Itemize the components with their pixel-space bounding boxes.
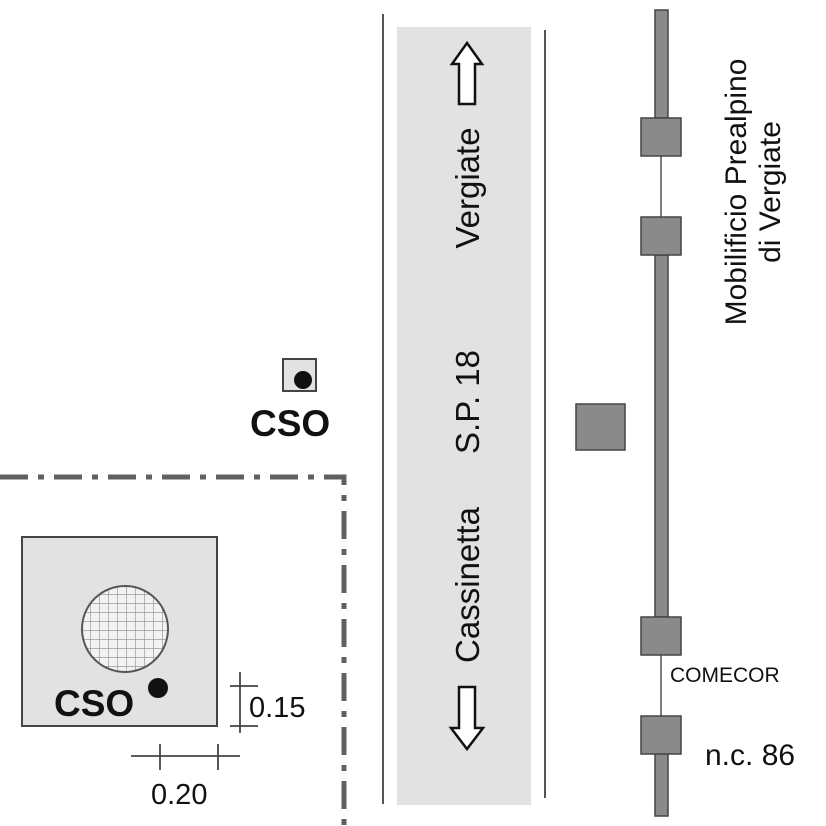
fence-post-3: [640, 616, 682, 656]
dimension-vertical: [230, 672, 258, 733]
arrow-down-icon: [448, 685, 486, 752]
fence-bar-bottom: [654, 752, 669, 817]
building-name-label: Mobilificio Prealpino: [720, 59, 753, 326]
company-label: COMECOR: [670, 664, 780, 687]
direction-cassinetta-label: Cassinetta: [449, 506, 486, 663]
dimension-vertical-label: 0.15: [249, 692, 305, 724]
fence-post-2: [640, 216, 682, 256]
arrow-up-icon: [449, 40, 485, 106]
fence-bar-top: [654, 9, 669, 119]
standalone-square: [575, 403, 626, 451]
property-boundary-line: [0, 474, 347, 826]
fence-post-4: [640, 715, 682, 755]
cso-dot-top: [294, 371, 312, 389]
cso-dot-bottom: [148, 678, 168, 698]
road-name-label: S.P. 18: [449, 350, 486, 454]
civic-number-label: n.c. 86: [705, 739, 795, 772]
fence-bar-mid: [654, 254, 669, 618]
fence-post-1: [640, 117, 682, 157]
direction-vergiate-label: Vergiate: [449, 127, 486, 248]
dimension-horizontal: [131, 744, 240, 770]
grate-circle: [81, 585, 169, 673]
building-name-label-line2: di Vergiate: [754, 121, 787, 263]
cso-bottom-label: CSO: [54, 683, 134, 724]
dimension-horizontal-label: 0.20: [151, 779, 207, 811]
cso-top-label: CSO: [250, 403, 330, 444]
road-band: [397, 27, 531, 805]
